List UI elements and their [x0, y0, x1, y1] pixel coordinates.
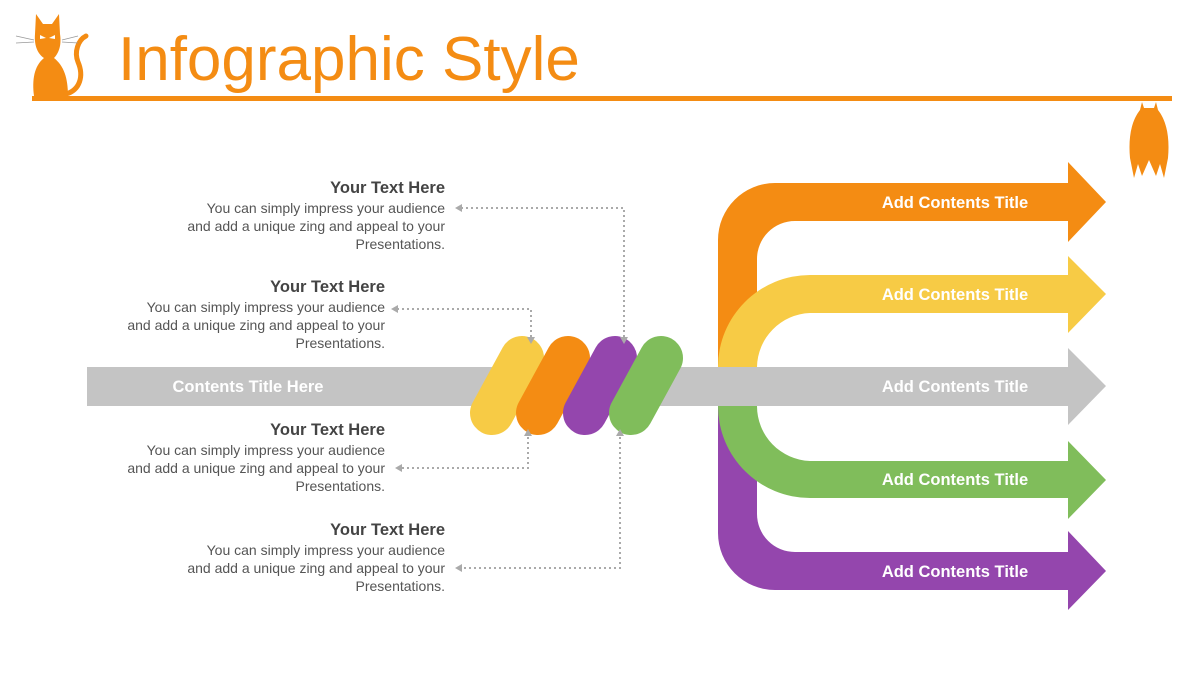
pill-green [609, 336, 683, 435]
bat-icon [1129, 102, 1169, 178]
arrow-label-3: Add Contents Title [882, 378, 1028, 396]
arrow-yellow [718, 256, 1106, 367]
text-block-title: Your Text Here [330, 179, 445, 197]
connector-arrow-8 [616, 429, 624, 436]
text-block-line: Presentations. [295, 335, 386, 351]
connector-2 [396, 308, 532, 342]
text-block-title: Your Text Here [270, 278, 385, 296]
connector-arrow-5 [620, 337, 628, 344]
text-block-title: Your Text Here [330, 521, 445, 539]
text-block-line: and add a unique zing and appeal to your [187, 218, 445, 234]
text-block-3: Your Text Here You can simply impress yo… [127, 419, 385, 495]
twist-pills [470, 336, 683, 435]
text-block-line: Presentations. [355, 578, 446, 594]
text-block-line: and add a unique zing and appeal to your [127, 317, 385, 333]
connector-1 [460, 207, 625, 342]
arrow-label-4: Add Contents Title [882, 471, 1028, 489]
arrow-purple [718, 406, 1106, 610]
arrow-label-5: Add Contents Title [882, 563, 1028, 581]
connector-arrow-4 [455, 564, 462, 572]
pill-purple [563, 336, 637, 435]
text-block-line: You can simply impress your audience [206, 542, 445, 558]
text-block-line: Presentations. [355, 236, 446, 252]
text-block-4: Your Text Here You can simply impress yo… [187, 519, 445, 595]
text-block-line: You can simply impress your audience [146, 442, 385, 458]
connectors [396, 207, 625, 569]
text-block-2: Your Text Here You can simply impress yo… [127, 276, 385, 352]
connector-4 [460, 432, 621, 569]
text-block-line: You can simply impress your audience [146, 299, 385, 315]
text-block-line: Presentations. [295, 478, 386, 494]
pill-yellow [470, 336, 544, 435]
center-bar-label: Contents Title Here [173, 378, 324, 396]
connector-arrow-6 [527, 337, 535, 344]
page-title: Infographic Style [118, 25, 580, 94]
text-block-1: Your Text Here You can simply impress yo… [187, 177, 445, 253]
arrow-green [718, 406, 1106, 519]
header-rule [32, 96, 1172, 101]
arrow-label-2: Add Contents Title [882, 286, 1028, 304]
arrow-label-1: Add Contents Title [882, 194, 1028, 212]
connector-3 [400, 432, 529, 469]
pill-orange [516, 336, 590, 435]
connector-arrow-2 [391, 305, 398, 313]
text-block-title: Your Text Here [270, 421, 385, 439]
arrow-orange [718, 162, 1106, 367]
cat-icon [15, 14, 89, 97]
text-block-line: You can simply impress your audience [206, 200, 445, 216]
connector-arrow-3 [395, 464, 402, 472]
text-block-line: and add a unique zing and appeal to your [127, 460, 385, 476]
connector-arrow-7 [524, 429, 532, 436]
connector-arrow-1 [455, 204, 462, 212]
text-block-line: and add a unique zing and appeal to your [187, 560, 445, 576]
